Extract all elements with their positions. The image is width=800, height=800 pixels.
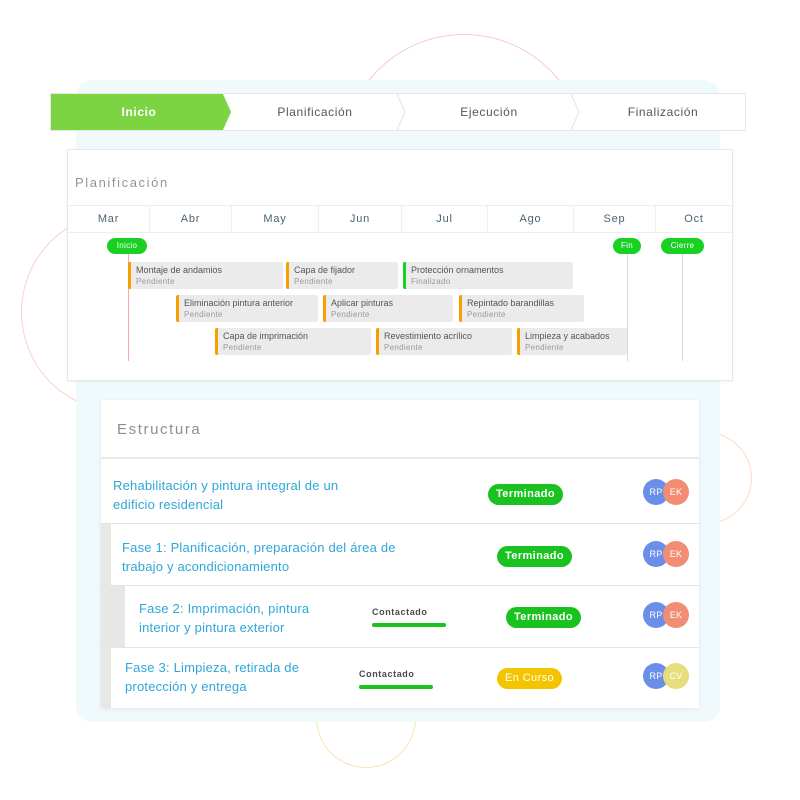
step-label: Inicio: [121, 105, 157, 119]
step-active-shape: [51, 94, 231, 130]
task-status: Pendiente: [384, 343, 423, 352]
task-name: Limpieza y acabados: [525, 331, 610, 341]
end-marker-line: [627, 246, 628, 361]
month-label: Oct: [684, 213, 704, 225]
task-capa-imprimacion[interactable]: Capa de imprimación Pendiente: [215, 328, 371, 355]
row-title[interactable]: Rehabilitación y pintura integral de un …: [113, 478, 339, 512]
task-aplicar-pinturas[interactable]: Aplicar pinturas Pendiente: [323, 295, 453, 322]
task-repintado-barandillas[interactable]: Repintado barandillas Pendiente: [459, 295, 584, 322]
task-name: Capa de fijador: [294, 265, 356, 275]
contact-progress-bar: [359, 685, 433, 689]
step-planificacion[interactable]: Planificación: [229, 94, 401, 130]
avatar[interactable]: CV: [663, 663, 689, 689]
milestone-inicio[interactable]: Inicio: [107, 238, 147, 254]
task-status: Pendiente: [525, 343, 564, 352]
task-status: Pendiente: [294, 277, 333, 286]
month-label: Ago: [488, 206, 574, 232]
milestone-cierre[interactable]: Cierre: [661, 238, 704, 254]
month-label: Jul: [402, 206, 488, 232]
structure-header: Estructura: [101, 400, 699, 459]
task-capa-fijador[interactable]: Capa de fijador Pendiente: [286, 262, 398, 289]
step-inicio[interactable]: Inicio: [51, 94, 227, 130]
task-name: Capa de imprimación: [223, 331, 309, 341]
indent-bar: [101, 524, 111, 585]
task-name: Repintado barandillas: [467, 298, 555, 308]
structure-row-project[interactable]: Rehabilitación y pintura integral de un …: [101, 461, 699, 524]
task-name: Aplicar pinturas: [331, 298, 394, 308]
status-badge: Terminado: [497, 546, 573, 567]
task-status: Pendiente: [184, 310, 223, 319]
milestone-fin[interactable]: Fin: [613, 238, 641, 254]
task-status: Pendiente: [331, 310, 370, 319]
planning-timeline-card: Planificación Mar Abr May Jun Jul Ago Se…: [67, 149, 733, 381]
structure-card: Estructura Rehabilitación y pintura inte…: [101, 400, 699, 708]
task-name: Eliminación pintura anterior: [184, 298, 294, 308]
closing-marker-line: [682, 246, 683, 361]
contact-status: Contactado: [372, 607, 446, 627]
row-title[interactable]: Fase 3: Limpieza, retirada de protección…: [125, 660, 300, 694]
task-name: Protección ornamentos: [411, 265, 504, 275]
task-proteccion-ornamentos[interactable]: Protección ornamentos Finalizado: [403, 262, 573, 289]
task-limpieza-acabados[interactable]: Limpieza y acabados Pendiente: [517, 328, 627, 355]
step-label: Finalización: [627, 105, 699, 119]
task-status: Pendiente: [467, 310, 506, 319]
row-title[interactable]: Fase 2: Imprimación, pintura interior y …: [139, 601, 310, 635]
task-name: Montaje de andamios: [136, 265, 223, 275]
task-status: Pendiente: [223, 343, 262, 352]
structure-row-fase-1[interactable]: Fase 1: Planificación, preparación del á…: [101, 524, 699, 586]
month-label: Abr: [150, 206, 232, 232]
month-label: Mar: [68, 206, 150, 232]
task-eliminacion-pintura[interactable]: Eliminación pintura anterior Pendiente: [176, 295, 318, 322]
status-badge: Terminado: [506, 607, 582, 628]
timeline-title: Planificación: [75, 175, 169, 190]
task-montaje-andamios[interactable]: Montaje de andamios Pendiente: [128, 262, 283, 289]
month-label: Sep: [574, 206, 656, 232]
structure-row-fase-2[interactable]: Fase 2: Imprimación, pintura interior y …: [101, 586, 699, 648]
phase-stepper: Inicio Planificación Ejecución Finalizac…: [50, 93, 746, 131]
start-marker-line: [128, 246, 129, 361]
step-divider: [570, 94, 580, 130]
month-header-row: Mar Abr May Jun Jul Ago Sep Oct: [68, 205, 732, 233]
avatar[interactable]: EK: [663, 541, 689, 567]
contact-label: Contactado: [372, 607, 428, 617]
indent-bar: [101, 648, 111, 708]
status-badge: Terminado: [488, 484, 564, 505]
stepper-arrows: [51, 94, 580, 130]
step-divider: [396, 94, 406, 130]
month-label: May: [232, 206, 319, 232]
contact-label: Contactado: [359, 669, 415, 679]
task-status: Pendiente: [136, 277, 175, 286]
task-status: Finalizado: [411, 277, 451, 286]
structure-row-fase-3[interactable]: Fase 3: Limpieza, retirada de protección…: [101, 648, 699, 708]
status-badge: En Curso: [497, 668, 563, 689]
row-title[interactable]: Fase 1: Planificación, preparación del á…: [122, 540, 396, 574]
structure-title: Estructura: [117, 421, 202, 438]
avatar[interactable]: EK: [663, 479, 689, 505]
indent-bar: [101, 586, 125, 647]
avatar[interactable]: EK: [663, 602, 689, 628]
step-label: Planificación: [277, 105, 353, 119]
step-finalizacion[interactable]: Finalización: [579, 94, 747, 130]
month-label: Jun: [319, 206, 402, 232]
task-name: Revestimiento acrílico: [384, 331, 473, 341]
contact-status: Contactado: [359, 669, 433, 689]
step-label: Ejecución: [460, 105, 518, 119]
step-ejecucion[interactable]: Ejecución: [403, 94, 575, 130]
contact-progress-bar: [372, 623, 446, 627]
task-revestimiento-acrilico[interactable]: Revestimiento acrílico Pendiente: [376, 328, 512, 355]
